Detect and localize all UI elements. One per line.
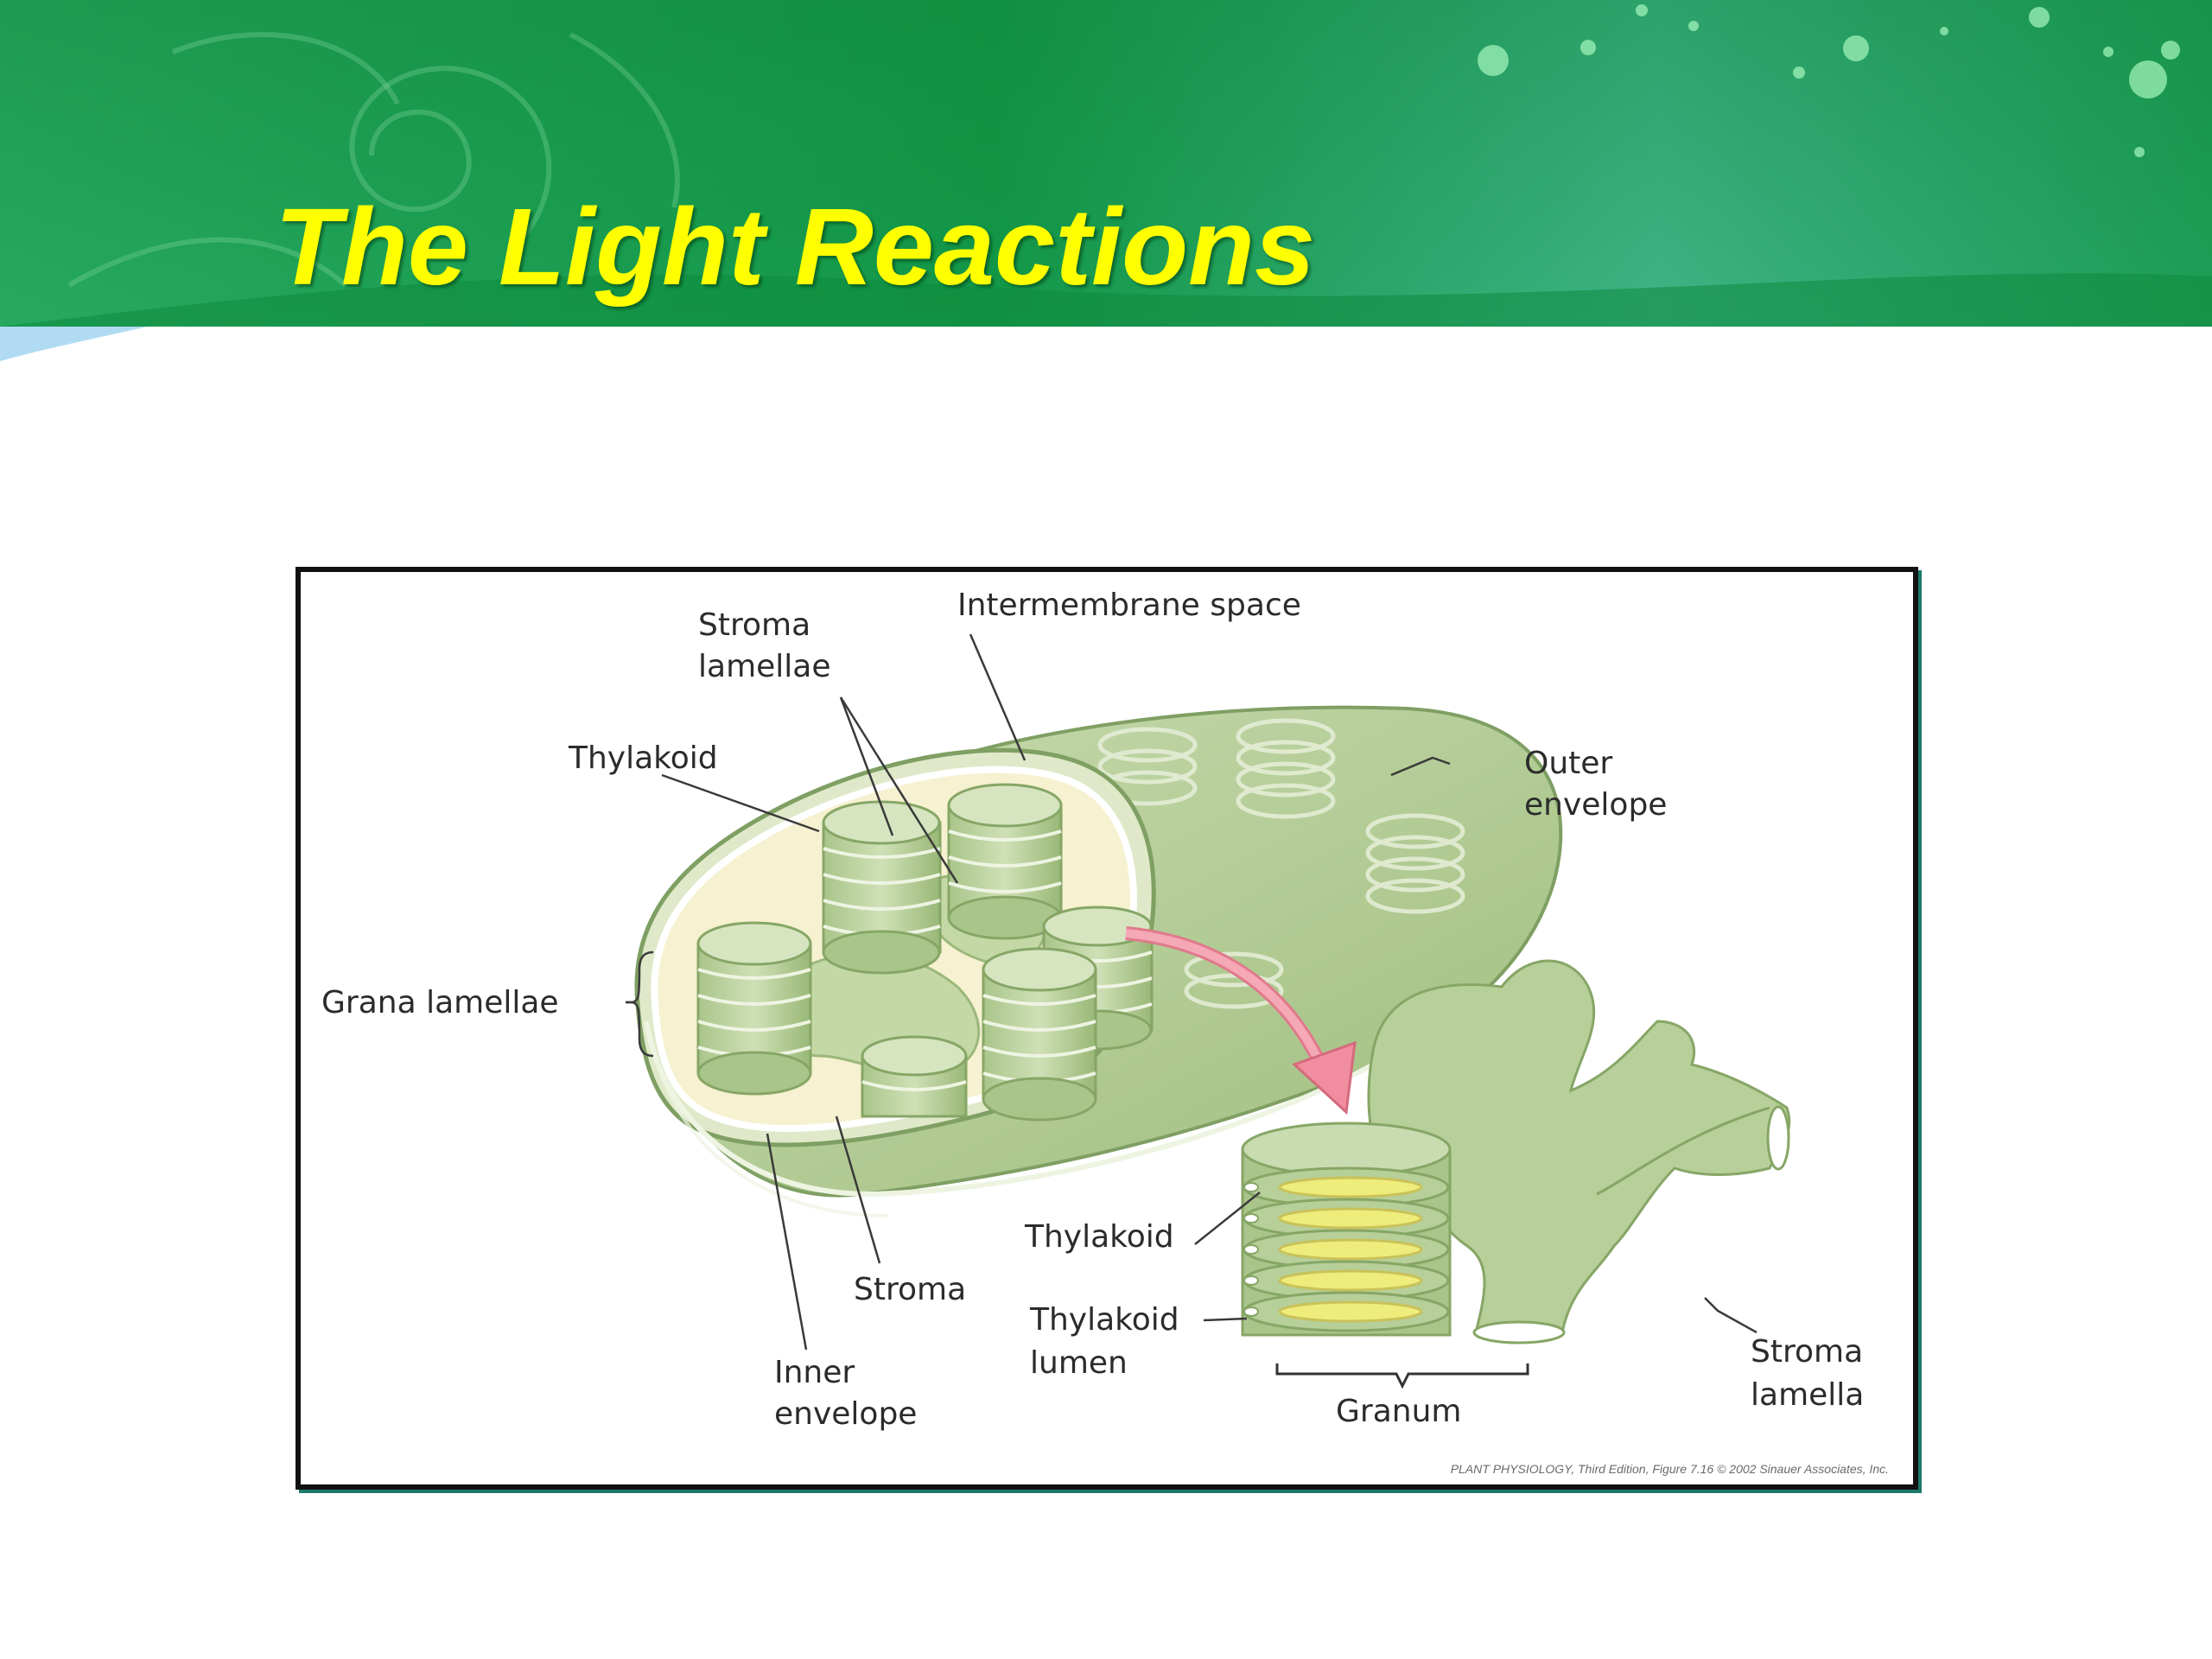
label-thylakoid-lumen-2: lumen [1030,1345,1128,1381]
label-stroma-lamellae-1: Stroma [698,607,810,643]
label-outer-envelope-1: Outer [1524,746,1612,781]
label-thylakoid-detail: Thylakoid [1024,1219,1174,1255]
chloroplast-diagram: Stroma lamellae Intermembrane space Thyla… [321,588,1889,1476]
figure-credit: PLANT PHYSIOLOGY, Third Edition, Figure … [1451,1462,1889,1476]
header-banner [0,0,2212,361]
label-granum: Granum [1336,1394,1461,1429]
label-stroma-lamellae-2: lamellae [698,649,831,684]
granum-detail [1241,959,1791,1389]
label-inner-envelope-2: envelope [774,1396,917,1432]
label-outer-envelope-2: envelope [1524,787,1667,823]
grana-stacks [696,783,1154,1122]
magnify-arrow [1125,926,1357,1116]
label-grana-lamellae: Grana lamellae [321,985,559,1020]
label-thylakoid-top: Thylakoid [568,741,718,776]
slide-title: The Light Reactions [275,186,1316,308]
leader-lines [626,633,1758,1351]
label-intermembrane-space: Intermembrane space [957,588,1301,623]
label-stroma-lamella-2: lamella [1751,1377,1864,1413]
label-thylakoid-lumen-1: Thylakoid [1029,1302,1179,1338]
label-stroma-lamella-1: Stroma [1751,1334,1863,1370]
label-stroma: Stroma [854,1272,966,1307]
figure-frame: Stroma lamellae Intermembrane space Thyla… [296,567,1918,1490]
label-inner-envelope-1: Inner [774,1355,855,1390]
